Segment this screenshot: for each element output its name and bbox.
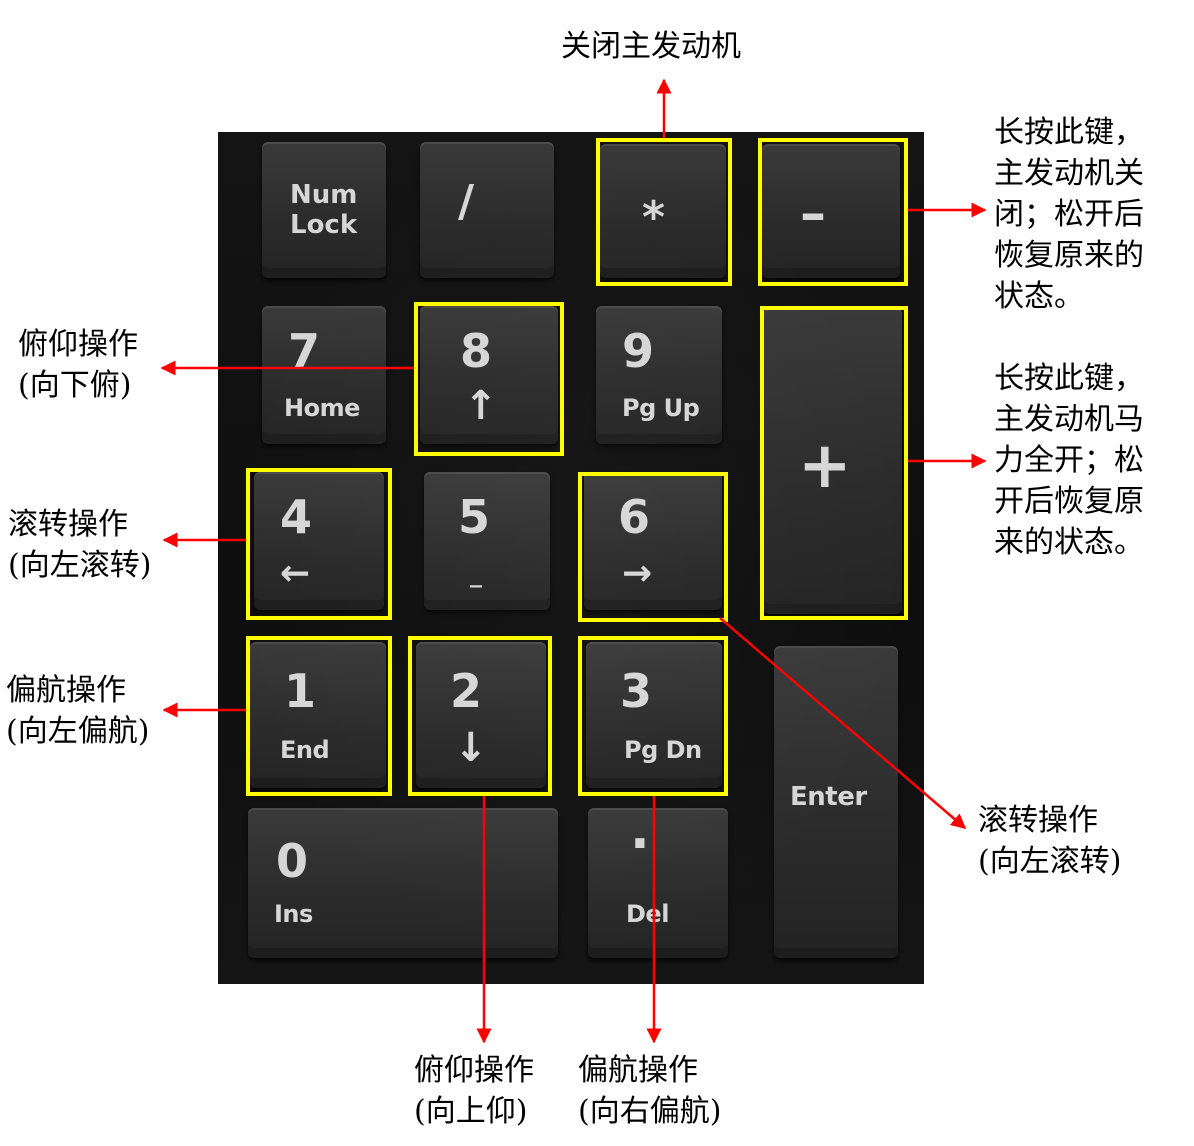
highlight-key-6 [578, 472, 728, 622]
label-minus-key: 长按此键， 主发动机关 闭；松开后 恢复原来的 状态。 [994, 115, 1144, 314]
label-pitch-down: 俯仰操作 (向下俯) [18, 327, 138, 403]
label-plus-key: 长按此键， 主发动机马 力全开；松 开后恢复原 来的状态。 [994, 361, 1144, 560]
highlight-key-4 [246, 468, 392, 620]
highlight-key-3 [578, 636, 728, 796]
highlight-key-2 [408, 636, 552, 796]
label-yaw-right: 偏航操作 (向右偏航) [578, 1053, 722, 1129]
highlight-plus [760, 306, 908, 620]
highlight-key-8 [414, 302, 564, 456]
label-pitch-up: 俯仰操作 (向上仰) [414, 1053, 534, 1129]
label-close-engine: 关闭主发动机 [561, 29, 741, 64]
highlight-minus [758, 138, 908, 286]
highlight-asterisk [596, 138, 732, 286]
label-yaw-left: 偏航操作 (向左偏航) [6, 673, 150, 749]
label-roll-left: 滚转操作 (向左滚转) [8, 507, 152, 583]
label-roll-right: 滚转操作 (向左滚转) [978, 803, 1122, 879]
arrow-to-roll-right-label [719, 617, 967, 829]
highlight-key-1 [246, 636, 392, 796]
numpad-photo: Num Lock / * – 7 Home 8 ↑ 9 Pg Up + 4 ← … [218, 132, 924, 984]
